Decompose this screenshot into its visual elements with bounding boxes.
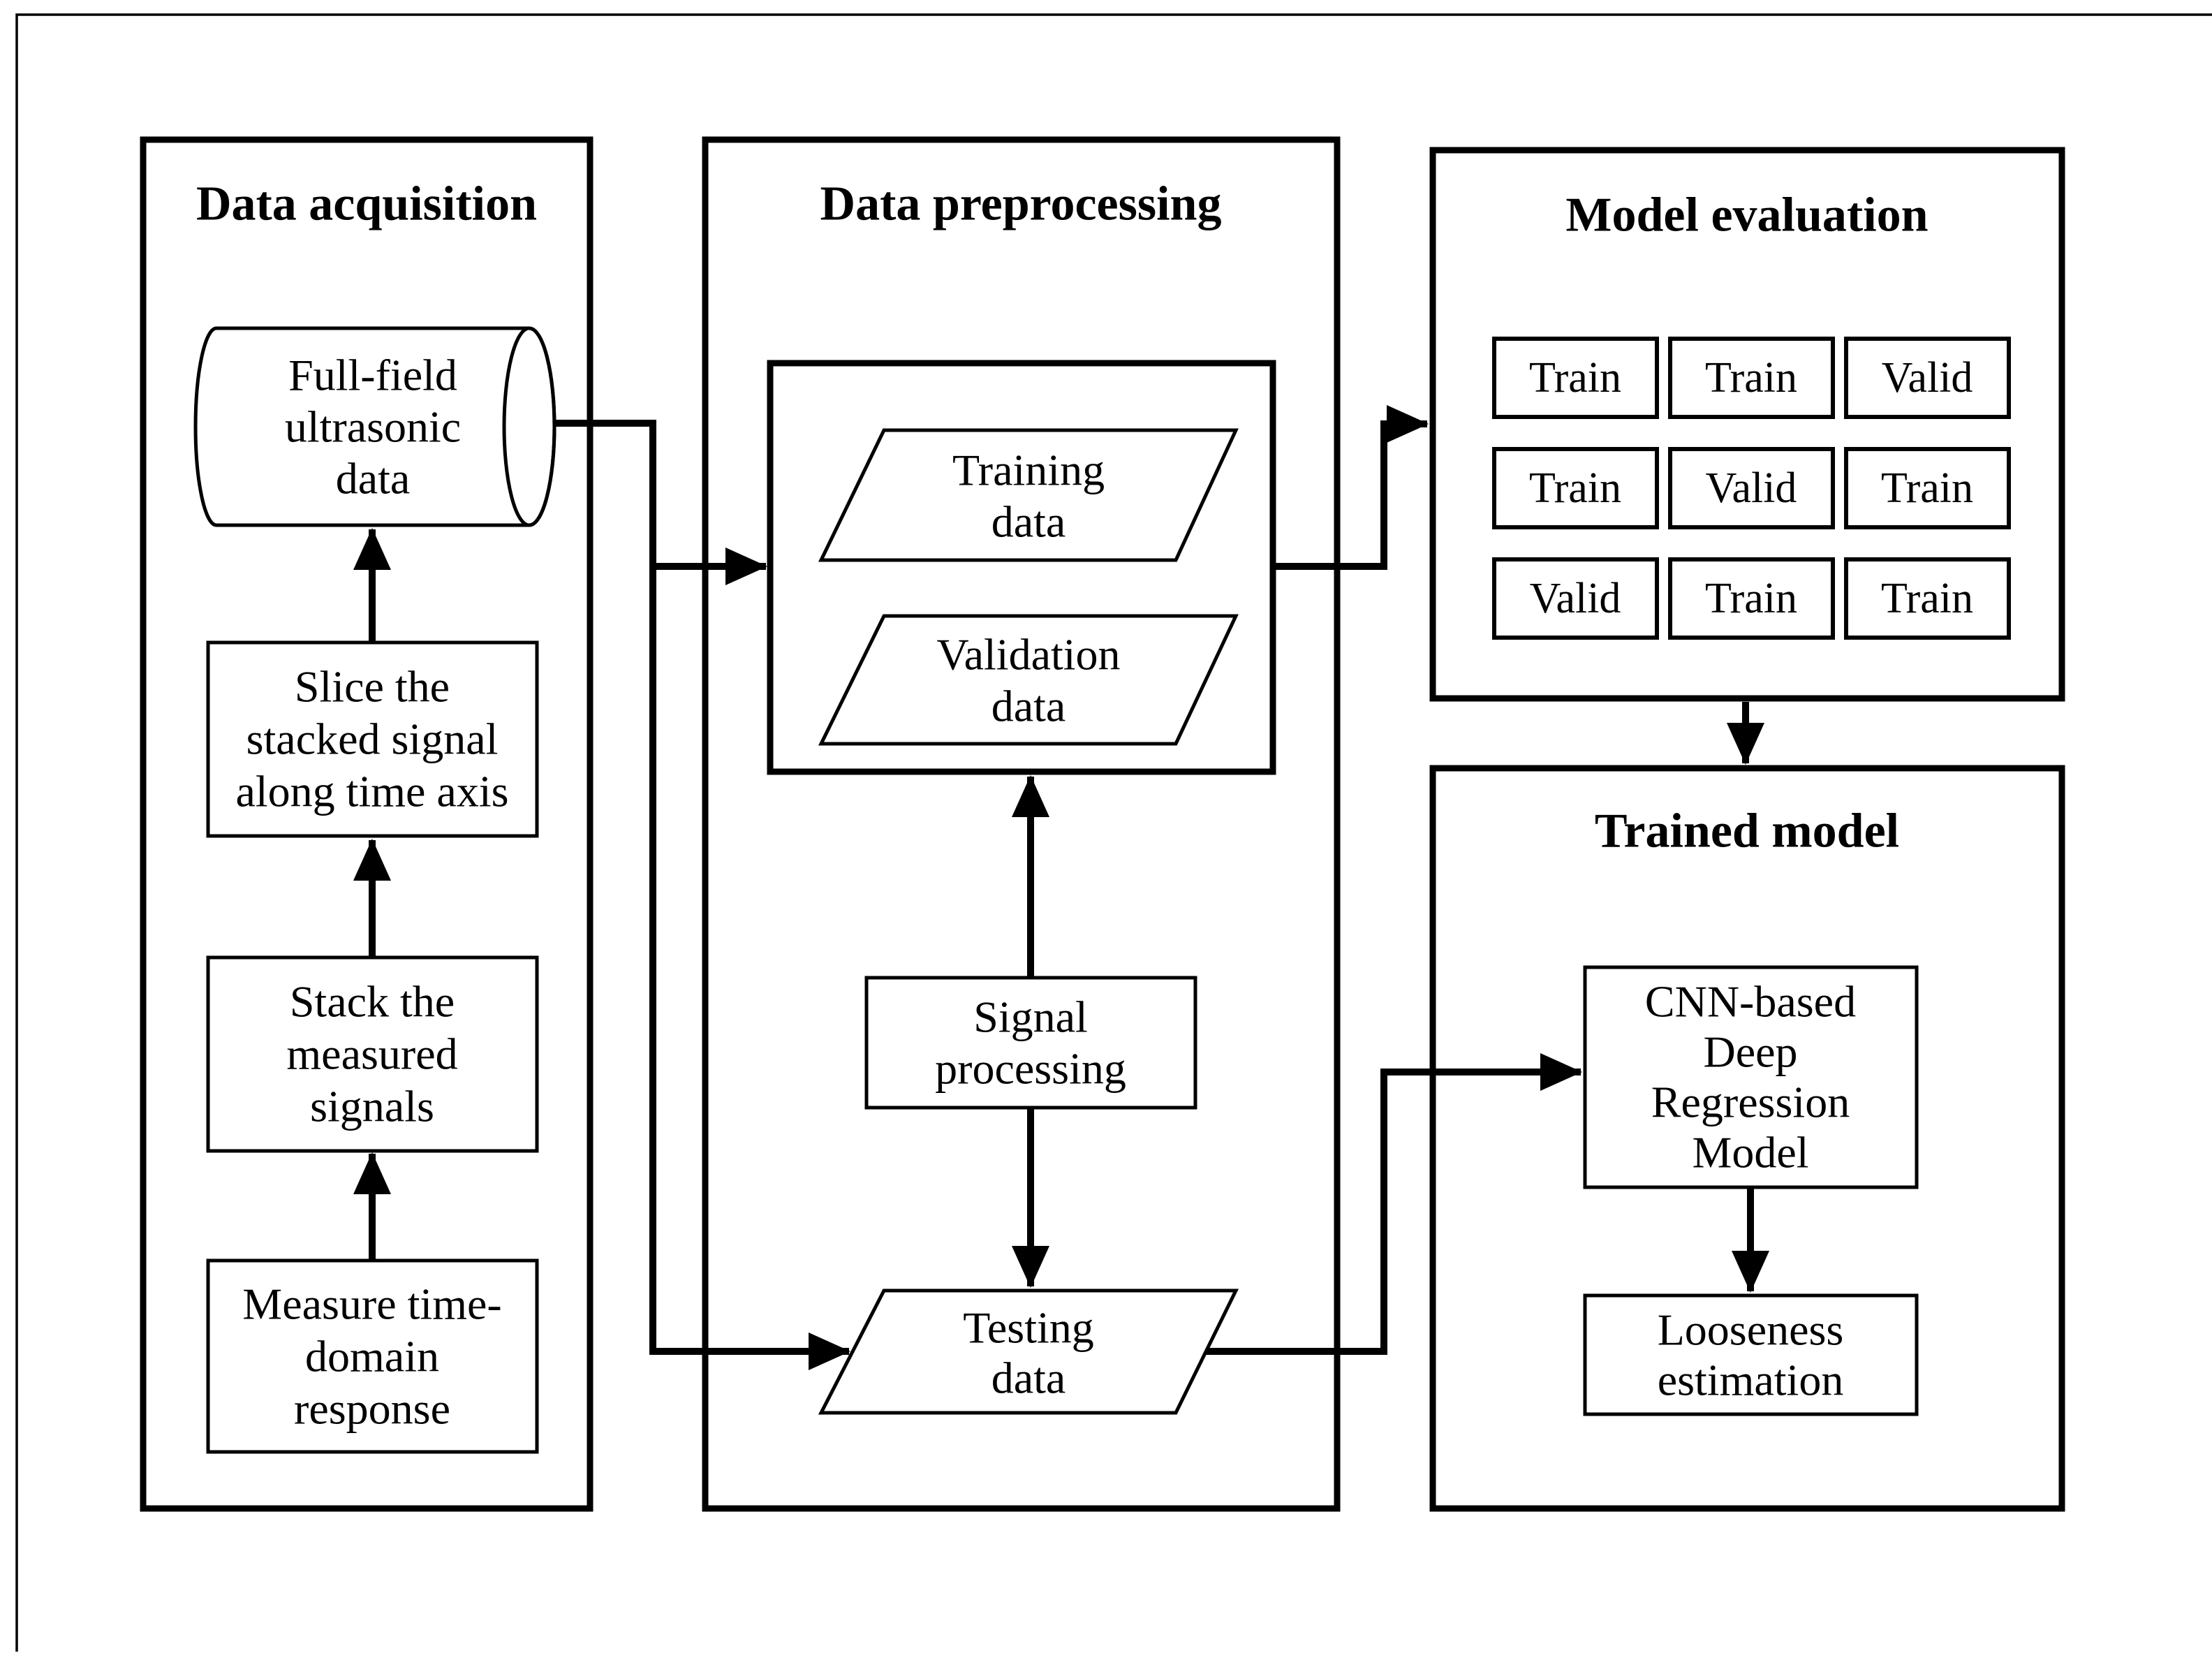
grid-cell-r2c0: Valid <box>1492 557 1659 640</box>
cross-validation-grid: Train Train Valid Train Valid Train <box>1492 337 2011 640</box>
panel-title-data-preprocessing: Data preprocessing <box>820 177 1222 231</box>
grid-cell-r1c1: Valid <box>1668 447 1835 529</box>
grid-cell-rect <box>1492 337 1659 419</box>
grid-cell-label: Train <box>1529 354 1621 402</box>
process-box-measure: Measure time- domain response <box>206 1258 539 1454</box>
looseness-box-border <box>1583 1293 1919 1416</box>
signal-box-border <box>864 976 1197 1110</box>
validation-label-line-1: Validation <box>936 630 1120 680</box>
grid-cell-label: Train <box>1705 354 1797 402</box>
panel-border-data-acquisition <box>140 136 593 1512</box>
measure-label-line-3: response <box>294 1384 450 1434</box>
training-shape <box>818 428 1239 562</box>
cnn-label-line-3: Regression <box>1651 1078 1850 1127</box>
grid-cell-label: Train <box>1529 464 1621 512</box>
grid-cell-label: Valid <box>1706 464 1797 512</box>
testing-label-line-1: Testing <box>963 1303 1094 1353</box>
panel-title-data-acquisition: Data acquisition <box>196 177 537 231</box>
process-box-stack: Stack the measured signals <box>206 955 539 1153</box>
cnn-label-line-1: CNN-based <box>1645 977 1856 1027</box>
connector-testing-to-cnn <box>1206 1053 1582 1355</box>
cnn-label-line-4: Model <box>1692 1128 1808 1177</box>
grid-cell-rect <box>1492 557 1659 640</box>
parallelogram-training-data: Training data <box>818 428 1239 562</box>
panel-border-model-evaluation <box>1429 147 2065 702</box>
cylinder-label-line-3: data <box>336 454 411 504</box>
slice-box-border <box>206 640 539 838</box>
measure-box-border <box>206 1258 539 1454</box>
grid-cell-label: Valid <box>1530 575 1621 622</box>
panel-data-preprocessing: Data preprocessing Training data Validat… <box>702 136 1341 1512</box>
parallelogram-testing-data: Testing data <box>818 1288 1239 1415</box>
slice-label-line-1: Slice the <box>295 662 450 712</box>
process-box-looseness-estimation: Looseness estimation <box>1583 1293 1919 1416</box>
train-valid-container <box>767 360 1276 775</box>
grid-cell-label: Train <box>1705 575 1797 622</box>
process-box-cnn-model: CNN-based Deep Regression Model <box>1583 965 1919 1189</box>
cylinder-label-line-2: ultrasonic <box>285 402 461 452</box>
grid-cell-rect <box>1668 557 1835 640</box>
panel-title-model-evaluation: Model evaluation <box>1565 189 1928 242</box>
panel-model-evaluation: Model evaluation Train Train Valid Train… <box>1429 147 2065 702</box>
grid-cell-r0c0: Train <box>1492 337 1659 419</box>
training-label-line-1: Training <box>952 446 1105 495</box>
connector-cylinder-to-testing <box>554 420 850 1370</box>
grid-cell-rect <box>1844 557 2011 640</box>
training-label-line-2: data <box>991 497 1066 547</box>
panel-border-data-preprocessing <box>702 136 1341 1512</box>
grid-cell-r0c2: Valid <box>1844 337 2011 419</box>
grid-cell-rect <box>1668 447 1835 529</box>
cylinder-label-line-1: Full-field <box>288 351 457 400</box>
grid-cell-r1c2: Train <box>1844 447 2011 529</box>
measure-label-line-2: domain <box>305 1332 439 1381</box>
looseness-label-line-2: estimation <box>1658 1356 1844 1405</box>
testing-label-line-2: data <box>991 1353 1066 1403</box>
grid-cell-r2c2: Train <box>1844 557 2011 640</box>
cnn-box-border <box>1583 965 1919 1189</box>
figure-frame <box>15 13 2212 1652</box>
grid-cell-r0c1: Train <box>1668 337 1835 419</box>
grid-cell-r1c0: Train <box>1492 447 1659 529</box>
grid-cell-label: Train <box>1881 464 1973 512</box>
validation-shape <box>818 614 1239 746</box>
validation-label-line-2: data <box>991 682 1066 731</box>
process-box-signal-processing: Signal processing <box>864 976 1197 1110</box>
signal-label-line-2: processing <box>935 1044 1126 1094</box>
process-box-slice: Slice the stacked signal along time axis <box>206 640 539 838</box>
slice-label-line-2: stacked signal <box>246 714 499 764</box>
slice-label-line-3: along time axis <box>235 767 508 816</box>
grid-cell-rect <box>1668 337 1835 419</box>
connectors <box>353 405 1769 1370</box>
cnn-label-line-2: Deep <box>1703 1027 1797 1077</box>
grid-cell-label: Valid <box>1882 354 1973 402</box>
parallelogram-validation-data: Validation data <box>818 614 1239 746</box>
grid-cell-r2c1: Train <box>1668 557 1835 640</box>
grid-cell-rect <box>1844 337 2011 419</box>
panel-border-trained-model <box>1429 765 2065 1512</box>
panel-title-trained-model: Trained model <box>1595 805 1899 858</box>
stack-box-border <box>206 955 539 1153</box>
signal-label-line-1: Signal <box>973 992 1088 1042</box>
testing-shape <box>818 1288 1239 1415</box>
connector-preprocessing-to-evaluation <box>1273 405 1429 570</box>
grid-cell-rect <box>1844 447 2011 529</box>
grid-cell-label: Train <box>1881 575 1973 622</box>
looseness-label-line-1: Looseness <box>1658 1305 1844 1355</box>
stack-label-line-1: Stack the <box>290 977 455 1027</box>
panel-trained-model: Trained model CNN-based Deep Regression … <box>1429 765 2065 1512</box>
panel-data-acquisition: Data acquisition Full-field ultrasonic d… <box>140 136 593 1512</box>
measure-label-line-1: Measure time- <box>242 1279 501 1329</box>
grid-cell-rect <box>1492 447 1659 529</box>
cylinder-full-field-data: Full-field ultrasonic data <box>193 326 556 527</box>
stack-label-line-2: measured <box>286 1029 457 1079</box>
cylinder-cap <box>502 326 556 527</box>
stack-label-line-3: signals <box>310 1082 434 1131</box>
